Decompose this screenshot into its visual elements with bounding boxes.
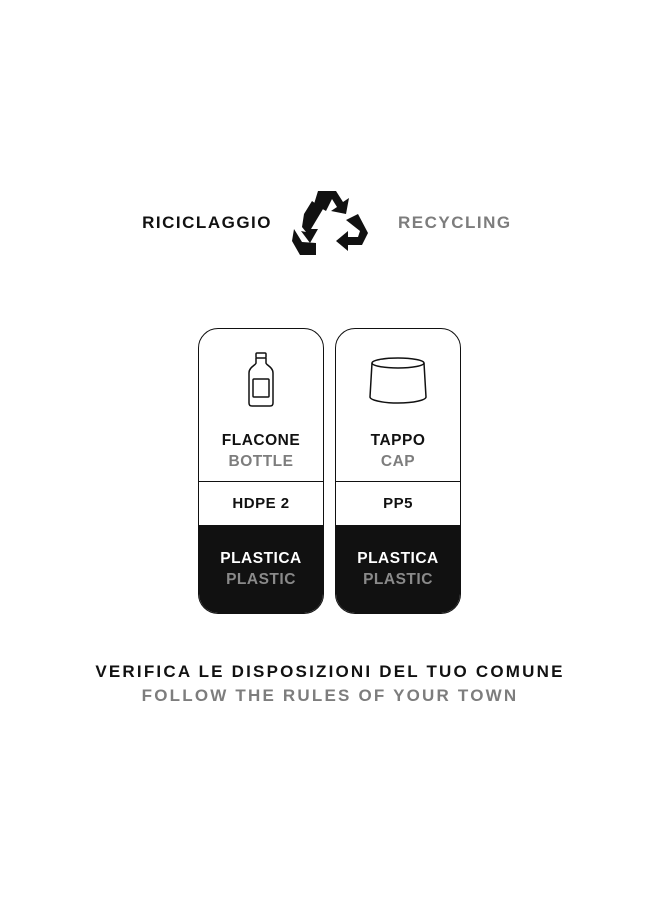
material-name-en: PLASTIC xyxy=(226,571,296,588)
cap-icon xyxy=(369,357,427,404)
material-name: PLASTICA xyxy=(357,550,439,567)
header-label-it: RICICLAGGIO xyxy=(142,213,272,232)
material-code: PP5 xyxy=(336,481,460,525)
item-name-en: CAP xyxy=(380,453,416,470)
card-bottle: FLACONE BOTTLE HDPE 2 PLASTICA PLASTIC xyxy=(198,328,324,614)
material-name: PLASTICA xyxy=(220,550,302,567)
item-name-en: BOTTLE xyxy=(228,453,294,470)
material-code: HDPE 2 xyxy=(199,481,323,525)
item-name: FLACONE xyxy=(221,432,301,449)
bottle-icon xyxy=(248,352,274,407)
footer-instruction-it: VERIFICA LE DISPOSIZIONI DEL TUO COMUNE xyxy=(95,662,565,681)
footer-instruction-en: FOLLOW THE RULES OF YOUR TOWN xyxy=(141,686,519,705)
material-name-en: PLASTIC xyxy=(363,571,433,588)
item-name: TAPPO xyxy=(370,432,426,449)
material-block: PLASTICA PLASTIC xyxy=(336,525,460,613)
recycle-icon xyxy=(292,191,368,255)
header-label-en: RECYCLING xyxy=(398,213,512,232)
material-block: PLASTICA PLASTIC xyxy=(199,525,323,613)
card-cap: TAPPO CAP PP5 PLASTICA PLASTIC xyxy=(335,328,461,614)
